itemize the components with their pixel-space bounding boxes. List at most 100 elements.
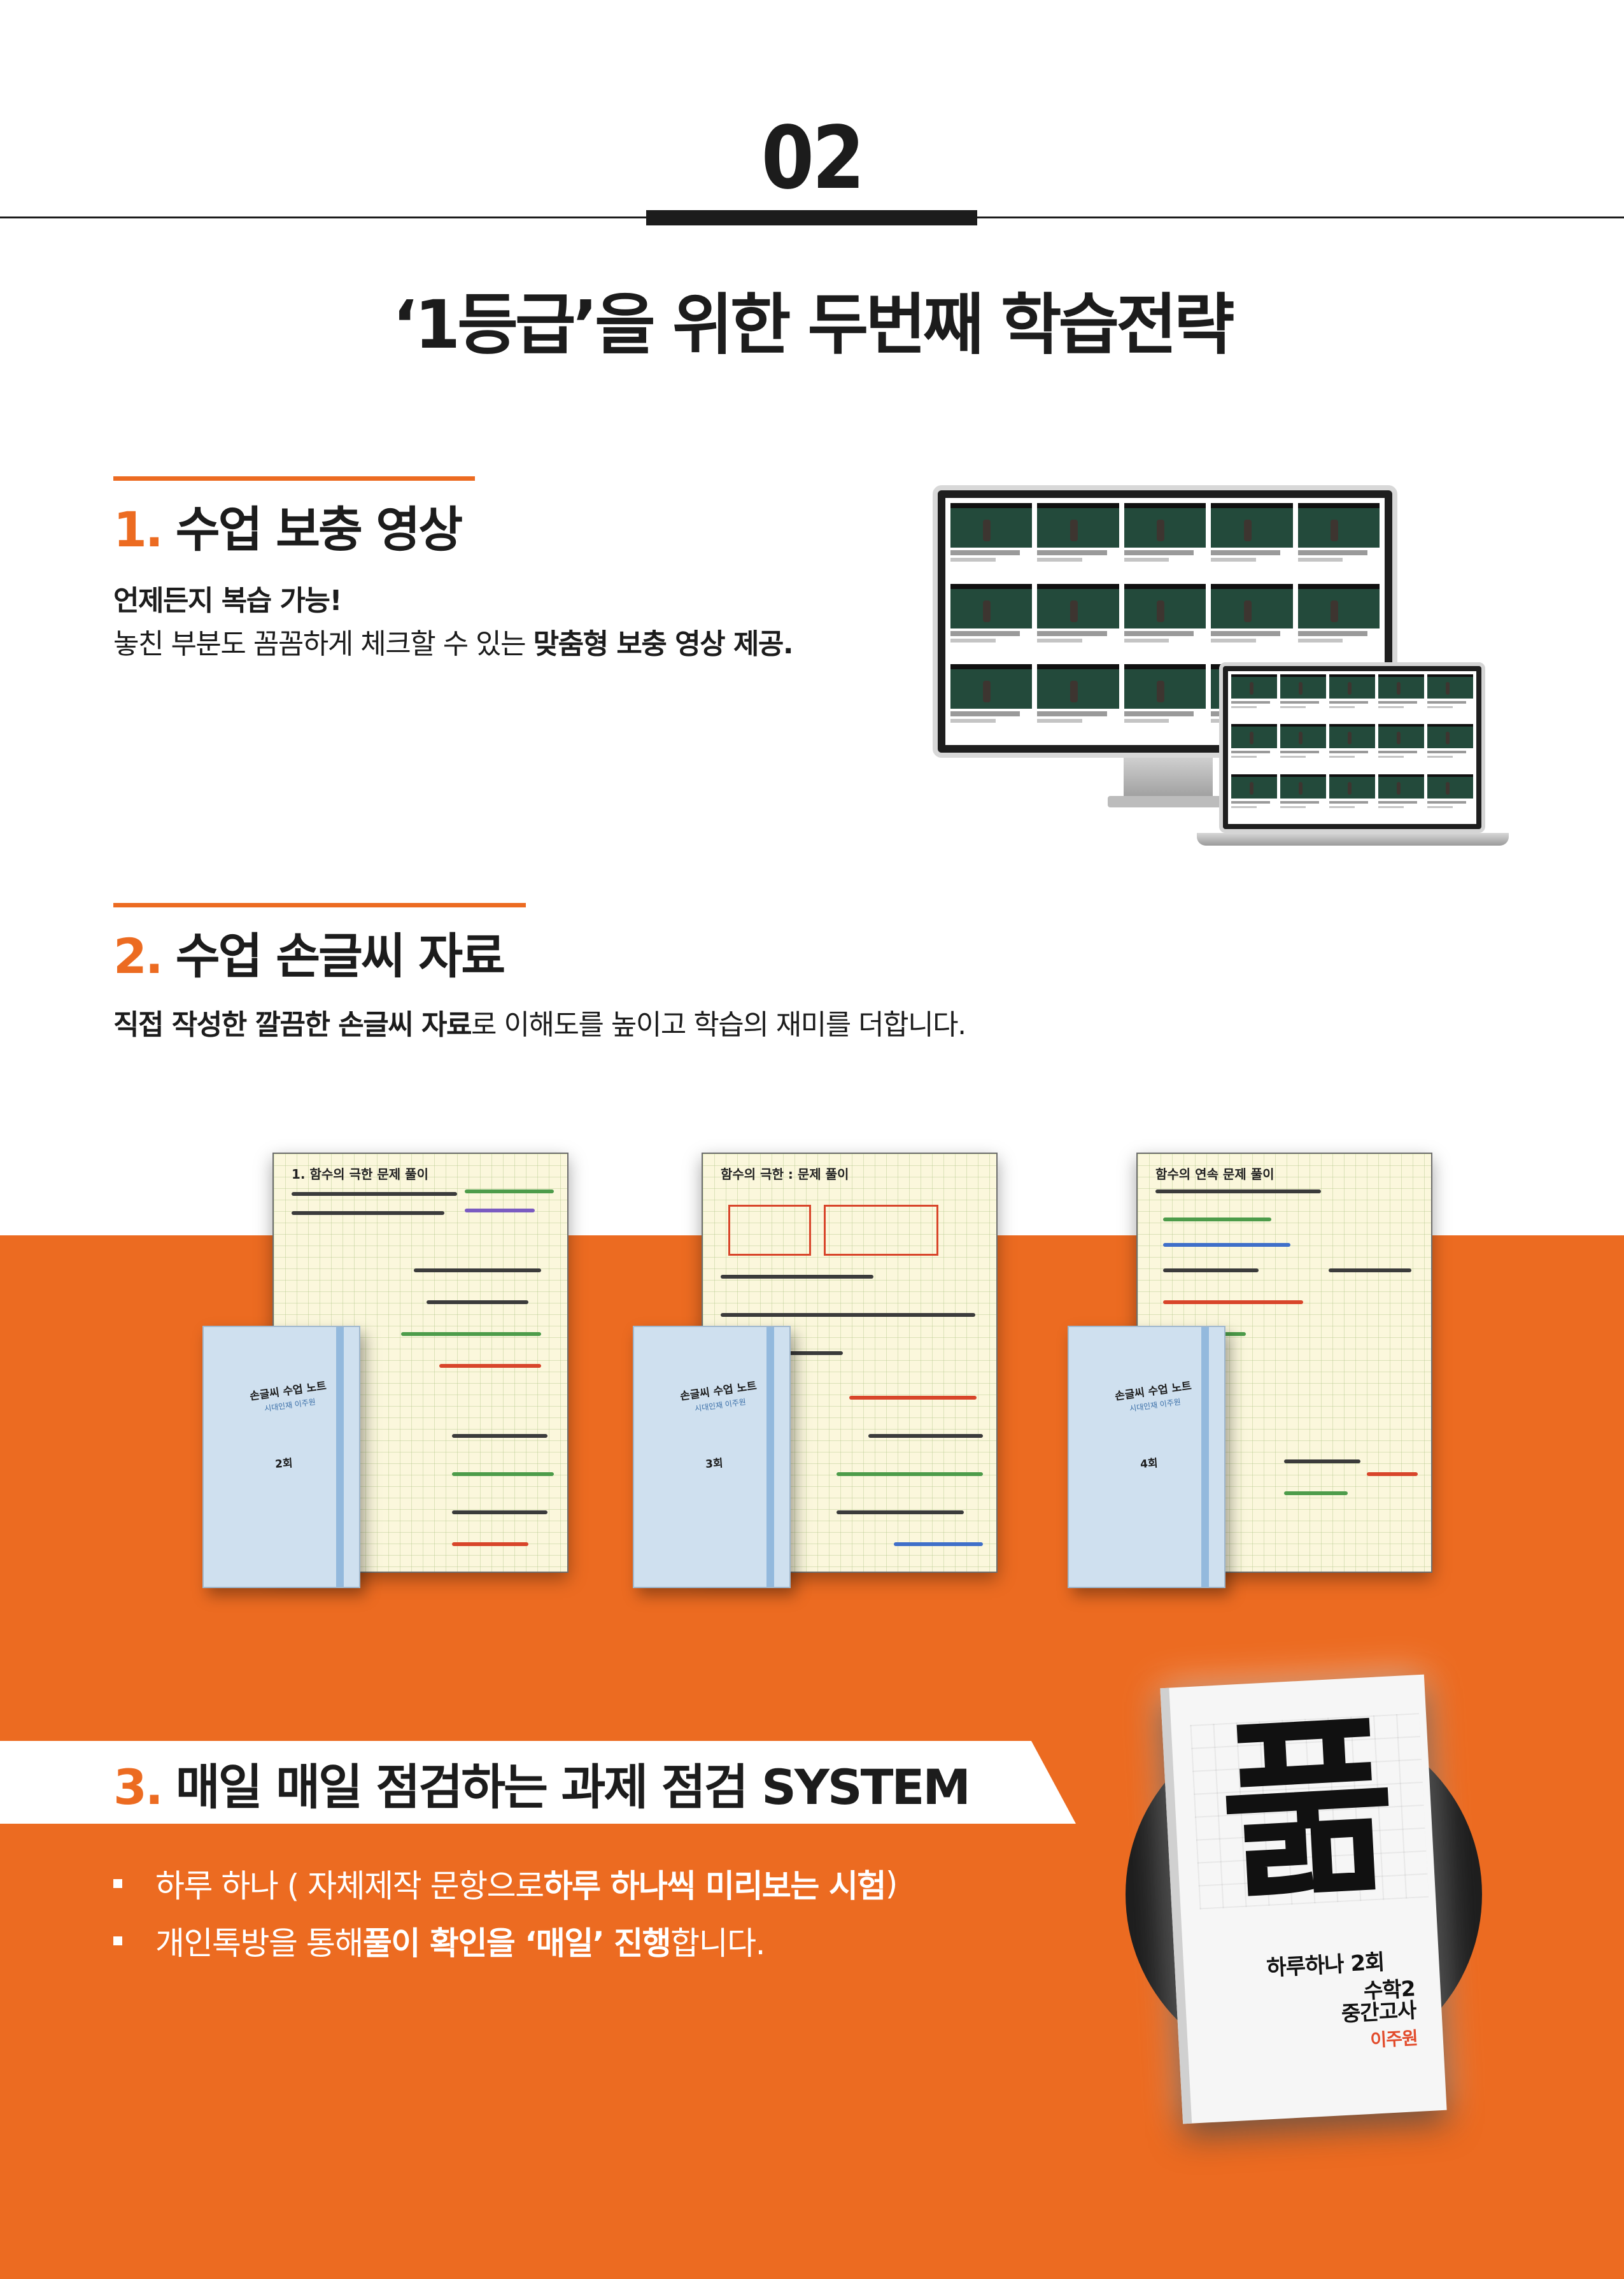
note-stroke xyxy=(401,1332,541,1336)
section-number: 02 xyxy=(761,108,865,209)
note-stroke xyxy=(868,1434,983,1438)
note-stroke xyxy=(292,1211,444,1215)
note-stroke xyxy=(837,1510,964,1514)
laptop-base xyxy=(1197,833,1509,846)
video-thumbnail xyxy=(1231,774,1277,821)
note-stroke xyxy=(721,1313,975,1317)
section3-title: 매일 매일 점검하는 과제 점검 SYSTEM xyxy=(175,1759,971,1815)
video-thumbnail xyxy=(1427,774,1473,821)
note-cover-round: 4회 xyxy=(1140,1457,1159,1471)
section1-heading: 1.수업 보충 영상 xyxy=(113,490,463,560)
video-thumbnail xyxy=(1124,583,1206,660)
section2-description: 직접 작성한 깔끔한 손글씨 자료로 이해도를 높이고 학습의 재미를 더합니다… xyxy=(113,1009,966,1041)
header-divider-accent xyxy=(646,210,977,225)
note-stroke xyxy=(894,1542,983,1546)
bullet-square-icon xyxy=(113,1936,122,1945)
note-stroke xyxy=(292,1192,457,1196)
note-stroke xyxy=(452,1472,554,1476)
video-thumbnail xyxy=(1378,774,1424,821)
monitor-stand xyxy=(1124,758,1213,799)
video-thumbnail xyxy=(1037,503,1119,579)
video-thumbnail xyxy=(950,664,1033,740)
note-stroke xyxy=(1367,1472,1418,1476)
video-thumbnail xyxy=(1037,664,1119,740)
video-thumbnail xyxy=(1280,674,1326,721)
note-stroke xyxy=(465,1209,535,1212)
video-thumbnail xyxy=(1329,674,1375,721)
note-box xyxy=(824,1205,938,1256)
video-thumbnail xyxy=(1329,774,1375,821)
section3-heading: 3.매일 매일 점검하는 과제 점검 SYSTEM xyxy=(113,1748,971,1818)
note-stroke xyxy=(452,1542,528,1546)
section3-bullet-1: 하루 하나 ( 자체제작 문항으로 하루 하나씩 미리보는 시험 ) xyxy=(113,1861,898,1906)
video-thumbnail xyxy=(950,583,1033,660)
video-thumbnail xyxy=(1427,674,1473,721)
monitor-foot xyxy=(1108,796,1229,807)
note-stroke xyxy=(837,1472,983,1476)
video-thumbnail xyxy=(1329,724,1375,770)
section1-line1: 언제든지 복습 가능! xyxy=(113,585,342,617)
note-page-title: 함수의 극한 : 문제 풀이 xyxy=(721,1167,849,1182)
video-thumbnail xyxy=(1124,503,1206,579)
note-stroke xyxy=(1163,1300,1303,1304)
booklet-author: 이주원 xyxy=(1369,2027,1418,2051)
booklet-subject: 수학2 중간고사 xyxy=(1341,1976,1417,2027)
note-stroke xyxy=(1163,1243,1290,1247)
note-box xyxy=(728,1205,811,1256)
exam-booklet: 풂 하루하나 2회 수학2 중간고사 이주원 xyxy=(1160,1674,1447,2124)
video-thumbnail xyxy=(1280,774,1326,821)
note-stroke xyxy=(1155,1189,1321,1193)
booklet-logo-character: 풂 xyxy=(1214,1695,1395,1927)
laptop-thumbnail-grid xyxy=(1228,671,1476,824)
video-thumbnail xyxy=(1231,674,1277,721)
note-stroke xyxy=(465,1189,554,1193)
note-stroke xyxy=(849,1396,977,1400)
section1-rule xyxy=(113,476,475,481)
booklet-daily-label: 하루하나 2회 xyxy=(1266,1949,1385,1982)
video-thumbnail xyxy=(1231,724,1277,770)
note-stroke xyxy=(1329,1268,1411,1272)
note-stroke xyxy=(1163,1218,1271,1221)
video-thumbnail xyxy=(1297,503,1380,579)
note-stroke xyxy=(721,1275,873,1279)
video-thumbnail xyxy=(1378,674,1424,721)
video-thumbnail xyxy=(1211,583,1293,660)
section3-banner xyxy=(0,1741,1076,1824)
video-thumbnail xyxy=(1037,583,1119,660)
video-thumbnail xyxy=(1427,724,1473,770)
note-stroke xyxy=(1163,1268,1259,1272)
note-stroke xyxy=(452,1510,547,1514)
note-stroke xyxy=(414,1268,541,1272)
note-stroke xyxy=(452,1434,547,1438)
section1-title: 수업 보충 영상 xyxy=(175,501,463,558)
note-cover-round: 3회 xyxy=(705,1457,724,1471)
note-cover-spine xyxy=(766,1327,774,1587)
page-title: ‘1등급’을 위한 두번째 학습전략 xyxy=(392,286,1234,364)
section2-number: 2. xyxy=(113,928,164,984)
laptop-video-list xyxy=(1219,662,1485,833)
section2-title: 수업 손글씨 자료 xyxy=(175,928,505,984)
note-stroke xyxy=(439,1364,541,1368)
section2-rule xyxy=(113,903,526,907)
note-cover-spine xyxy=(336,1327,344,1587)
note-stroke xyxy=(427,1300,528,1304)
section3-number: 3. xyxy=(113,1759,164,1815)
video-thumbnail xyxy=(1211,503,1293,579)
video-thumbnail xyxy=(1378,724,1424,770)
section2-heading: 2.수업 손글씨 자료 xyxy=(113,917,505,987)
note-cover-spine xyxy=(1201,1327,1209,1587)
section1-number: 1. xyxy=(113,501,164,558)
note-page-title: 함수의 연속 문제 풀이 xyxy=(1155,1167,1274,1182)
section1-line2: 놓친 부분도 꼼꼼하게 체크할 수 있는 맞춤형 보충 영상 제공. xyxy=(113,628,794,660)
note-page-title: 1. 함수의 극한 문제 풀이 xyxy=(292,1167,428,1182)
video-thumbnail xyxy=(950,503,1033,579)
video-thumbnail xyxy=(1297,583,1380,660)
note-cover-round: 2회 xyxy=(274,1457,293,1471)
note-stroke xyxy=(1284,1491,1348,1495)
